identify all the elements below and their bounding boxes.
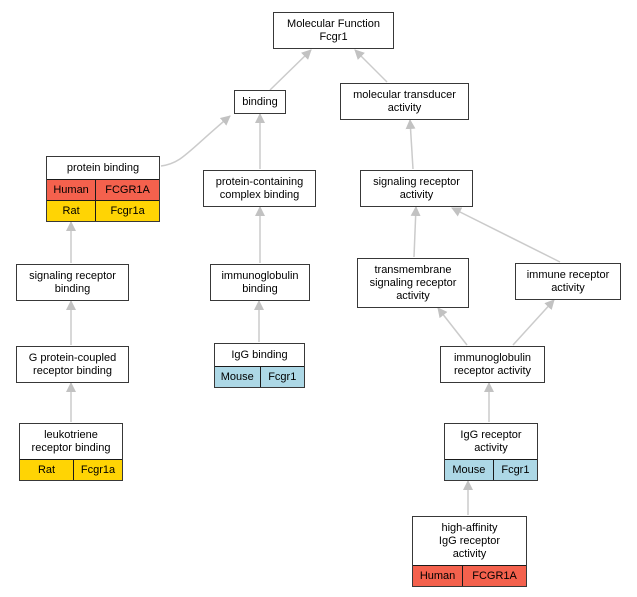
gene-cell[interactable]: Fcgr1 bbox=[492, 460, 537, 480]
go-term-label: IgG binding bbox=[231, 348, 288, 361]
species-cell: Human bbox=[419, 570, 456, 582]
annotation-row: Human FCGR1A bbox=[413, 565, 526, 586]
species-cell: Human bbox=[53, 184, 89, 196]
edge-protein-binding-to-binding bbox=[160, 115, 231, 167]
species-cell: Mouse bbox=[220, 371, 254, 383]
edge-molecular-transducer-activity-to-molecular-function bbox=[354, 49, 388, 83]
species-cell: Mouse bbox=[452, 464, 486, 476]
gene-cell[interactable]: Fcgr1a bbox=[73, 460, 122, 480]
annotation-row: Human FCGR1A bbox=[47, 179, 159, 200]
annotation-row: Rat Fcgr1a bbox=[20, 459, 122, 480]
annotation-row: Mouse Fcgr1 bbox=[445, 459, 537, 480]
edges-group bbox=[66, 49, 561, 515]
gene-cell[interactable]: FCGR1A bbox=[462, 566, 526, 586]
edge-immunoglobulin-receptor-activity-to-transmembrane-signaling-receptor-activity bbox=[437, 307, 468, 346]
gene-cell[interactable]: FCGR1A bbox=[95, 180, 159, 200]
edge-binding-to-molecular-function bbox=[269, 49, 312, 91]
gene-cell[interactable]: Fcgr1a bbox=[95, 201, 159, 221]
edge-immune-receptor-activity-to-signaling-receptor-activity bbox=[451, 207, 561, 263]
go-term-node-binding[interactable]: binding bbox=[234, 90, 286, 114]
gene-cell[interactable]: Fcgr1 bbox=[259, 367, 305, 387]
species-cell: Rat bbox=[62, 205, 80, 217]
go-term-label: protein binding bbox=[66, 161, 140, 174]
go-term-label: binding bbox=[242, 95, 278, 108]
annotation-row: Rat Fcgr1a bbox=[47, 200, 159, 221]
annotation-row: Mouse Fcgr1 bbox=[215, 366, 304, 387]
edge-signaling-receptor-activity-to-molecular-transducer-activity bbox=[405, 119, 416, 170]
edge-transmembrane-signaling-receptor-activity-to-signaling-receptor-activity bbox=[410, 206, 421, 258]
species-cell: Rat bbox=[37, 464, 56, 476]
edge-immunoglobulin-receptor-activity-to-immune-receptor-activity bbox=[512, 299, 555, 346]
